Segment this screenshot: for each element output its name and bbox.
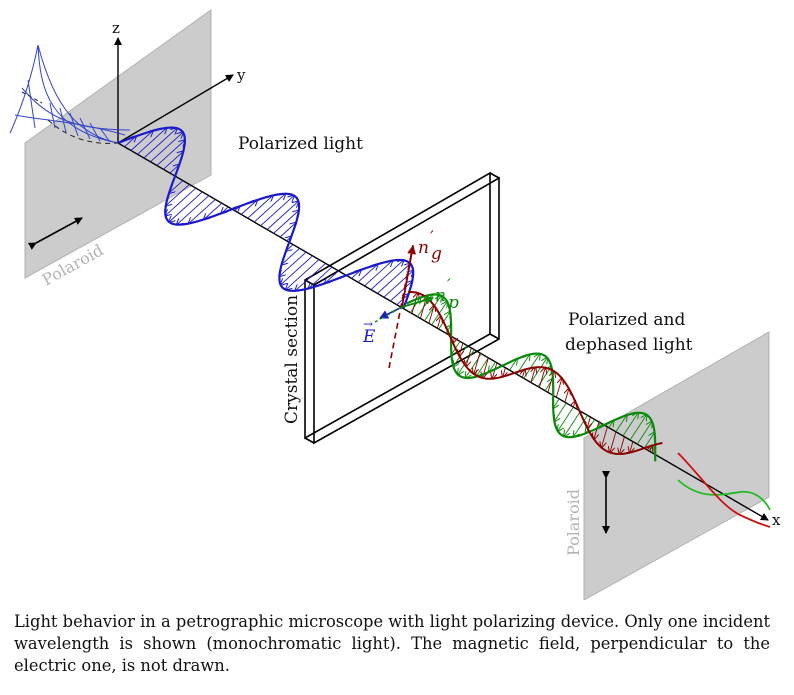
x-axis (117, 142, 769, 521)
field-vector (522, 370, 524, 378)
polarized-wave (117, 126, 415, 309)
field-vector (564, 410, 581, 436)
field-vector (530, 358, 547, 383)
field-vector (594, 421, 600, 439)
y-axis-label: y (236, 66, 246, 84)
n-p-arrow (401, 295, 434, 308)
polarized-light-diagram: Polaroid Polaroid z y x Crystal section (9, 9, 781, 600)
field-vector (636, 422, 652, 445)
field-vector (143, 128, 177, 159)
field-vector (459, 342, 463, 356)
e-field-arrow (379, 306, 403, 319)
field-vector (150, 132, 183, 163)
field-vector (619, 436, 625, 454)
polaroid-right (583, 331, 770, 600)
slow-component-wave (408, 290, 663, 455)
field-vector (630, 441, 633, 453)
n-p-dashed (374, 306, 403, 323)
field-vector (325, 270, 339, 284)
x-axis-label: x (772, 511, 781, 529)
field-vector (204, 202, 223, 219)
field-vector (574, 415, 588, 437)
n-p-label: n ′ p (435, 276, 459, 313)
field-vector (390, 281, 412, 302)
e-field-label: E → (362, 317, 381, 347)
polarized-dephased-label-line1: Polarized and (568, 310, 686, 330)
field-vector (247, 195, 273, 219)
field-vector (622, 413, 638, 437)
field-vector (554, 402, 567, 421)
field-vector (509, 359, 517, 371)
field-vector (629, 415, 647, 441)
field-vector (615, 415, 627, 433)
figure-caption: Light behavior in a petrographic microsc… (14, 612, 770, 675)
field-vector (437, 316, 440, 329)
field-vector (364, 261, 392, 287)
field-vector (531, 367, 535, 383)
field-vector (266, 201, 298, 230)
field-vector (601, 426, 608, 448)
field-vector (137, 128, 167, 155)
field-vector (523, 354, 540, 379)
field-vector (279, 251, 307, 276)
field-vector (282, 247, 300, 264)
field-vector (260, 196, 294, 227)
field-vector (377, 264, 410, 294)
field-vector (492, 362, 498, 379)
polaroid-left-axis-arrow (27, 217, 83, 250)
incident-light-bundle (9, 44, 131, 144)
field-vector (558, 406, 574, 431)
field-vector (169, 180, 184, 194)
field-vector (163, 151, 183, 170)
polarized-light-label: Polarized light (238, 134, 363, 154)
field-vector (253, 194, 285, 223)
n-g-arrow (401, 245, 417, 308)
polaroid-right-label: Polaroid (564, 489, 583, 556)
field-vector (177, 195, 210, 225)
fast-component-wave (406, 293, 657, 462)
field-vector (410, 298, 420, 313)
polarized-dephased-label-line2: dephased light (565, 335, 693, 355)
transmitted-red-wave (677, 452, 771, 528)
y-axis (117, 74, 234, 144)
field-vector (279, 223, 296, 238)
field-vector (503, 367, 506, 377)
field-vector (189, 199, 216, 223)
field-vector (309, 266, 333, 288)
field-vector (281, 255, 313, 285)
field-vector (273, 211, 299, 234)
field-vector (130, 131, 153, 151)
field-vector (166, 184, 190, 205)
crystal-section-label: Crystal section (282, 295, 302, 424)
field-vector (295, 263, 326, 290)
field-vector (286, 259, 320, 290)
field-vector (555, 378, 562, 398)
field-vector (166, 187, 197, 216)
field-vector (587, 416, 590, 428)
field-vector (370, 260, 404, 291)
field-vector (538, 368, 545, 388)
field-vector (357, 264, 378, 283)
field-vector (643, 433, 654, 449)
field-vector (466, 347, 472, 366)
field-vector (438, 312, 450, 330)
polarized-wave-hatching (124, 128, 414, 306)
field-vector (565, 389, 569, 403)
field-vector (428, 306, 434, 324)
transmitted-green-wave (677, 479, 771, 511)
n-g-label: n ′ g (418, 228, 442, 264)
z-axis-label: z (112, 19, 120, 37)
field-vector (610, 431, 617, 453)
field-vector (474, 352, 481, 374)
field-vector (169, 191, 203, 222)
field-vector (156, 140, 185, 166)
polaroid-left (24, 9, 212, 279)
field-vector (240, 200, 257, 215)
